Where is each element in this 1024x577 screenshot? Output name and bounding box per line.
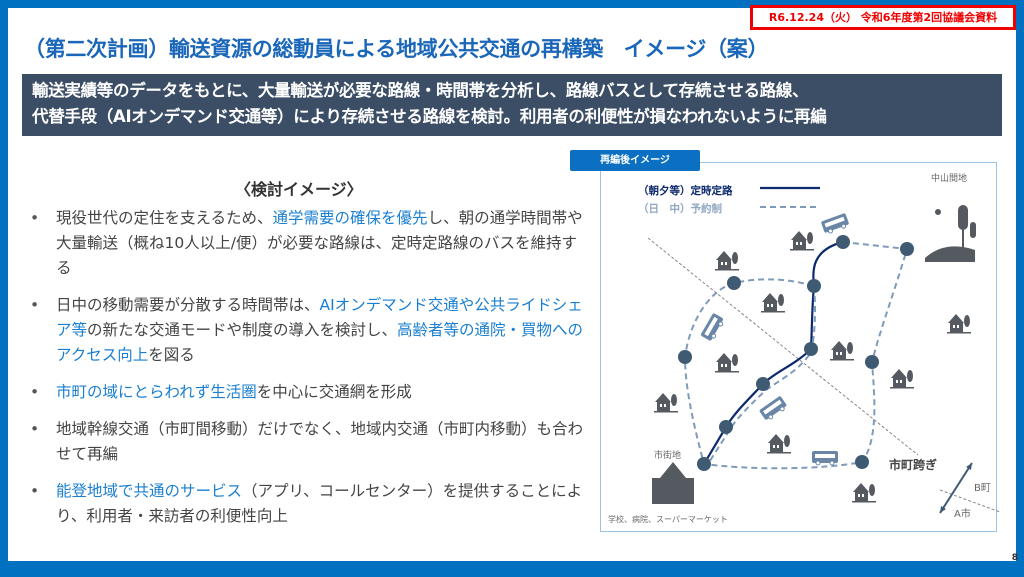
page-title: （第二次計画）輸送資源の総動員による地域公共交通の再構築 イメージ（案） bbox=[24, 37, 769, 61]
bus-icon bbox=[759, 396, 787, 420]
diagram-panel bbox=[600, 162, 997, 532]
summary-line-1: 輸送実績等のデータをもとに、大量輸送が必要な路線・時間帯を分析し、路線バスとして… bbox=[32, 81, 809, 100]
bus-stop-node bbox=[865, 355, 879, 369]
house-icon bbox=[852, 483, 876, 503]
bus-stop-node bbox=[855, 455, 869, 469]
mountain-icon bbox=[925, 205, 976, 262]
bullet-item: 能登地域で共通のサービス（アプリ、コールセンター）を提供することにより、利用者・… bbox=[30, 479, 590, 529]
bus-icon bbox=[821, 213, 849, 234]
house-icon bbox=[890, 369, 914, 389]
bus-stop-node bbox=[900, 242, 914, 256]
house-icon bbox=[947, 314, 971, 334]
bullet-item: 日中の移動需要が分散する時間帯は、AIオンデマンド交通や公共ライドシェア等の新た… bbox=[30, 293, 590, 368]
bullet-item: 現役世代の定住を支えるため、通学需要の確保を優先し、朝の通学時間帯や大量輸送（概… bbox=[30, 206, 590, 281]
school-icon bbox=[652, 462, 694, 504]
bullet-list: 現役世代の定住を支えるため、通学需要の確保を優先し、朝の通学時間帯や大量輸送（概… bbox=[30, 206, 590, 541]
bus-stop-node bbox=[807, 279, 821, 293]
house-icon bbox=[715, 353, 739, 373]
house-icon bbox=[830, 341, 854, 361]
section-heading: 〈検討イメージ〉 bbox=[235, 180, 363, 199]
bus-stop-node bbox=[697, 457, 711, 471]
mountain-label: 中山間地 bbox=[931, 174, 968, 184]
house-icon bbox=[654, 393, 678, 413]
date-badge: R6.12.24（火） 令和6年度第2回協議会資料 bbox=[750, 5, 1016, 30]
house-icon bbox=[761, 293, 785, 313]
summary-box: 輸送実績等のデータをもとに、大量輸送が必要な路線・時間帯を分析し、路線バスとして… bbox=[22, 74, 1002, 136]
bus-stop-node bbox=[678, 350, 692, 364]
page-number: 8 bbox=[1011, 553, 1018, 563]
boundary-line bbox=[647, 237, 919, 456]
direction-arrow bbox=[939, 462, 973, 514]
bus-stop-node bbox=[804, 342, 818, 356]
arrow-heads bbox=[940, 463, 972, 513]
bullet-item: 市町の域にとらわれず生活圏を中心に交通網を形成 bbox=[30, 380, 590, 405]
bus-stop-node bbox=[719, 420, 733, 434]
summary-line-2: 代替手段（AIオンデマンド交通等）により存続させる路線を検討。利用者の利便性が損… bbox=[32, 107, 827, 126]
legend-fixed-label: （朝夕等）定時定路 bbox=[638, 185, 733, 197]
bus-stop-node bbox=[727, 276, 741, 290]
boundary-line-legend bbox=[939, 489, 1001, 513]
diagram-tab: 再編後イメージ bbox=[570, 150, 700, 171]
legend-demand-label: （日 中）予約制 bbox=[638, 203, 722, 215]
city-label: 市街地 bbox=[654, 451, 682, 461]
bus-icon bbox=[812, 451, 838, 466]
house-icon bbox=[790, 231, 814, 251]
bus-icon bbox=[701, 313, 724, 341]
bus-stop-node bbox=[836, 235, 850, 249]
bus-stop-node bbox=[756, 377, 770, 391]
house-icon bbox=[767, 434, 791, 454]
house-icon bbox=[715, 251, 739, 271]
a-city-label: A市 bbox=[954, 509, 971, 520]
cross-municipal-label: 市町跨ぎ bbox=[889, 458, 938, 472]
b-town-label: B町 bbox=[974, 483, 991, 494]
demand-route-line bbox=[683, 241, 909, 470]
bullet-item: 地域幹線交通（市町間移動）だけでなく、地域内交通（市町内移動）も合わせて再編 bbox=[30, 417, 590, 467]
facilities-label: 学校、病院、スーパーマーケット bbox=[608, 515, 728, 524]
